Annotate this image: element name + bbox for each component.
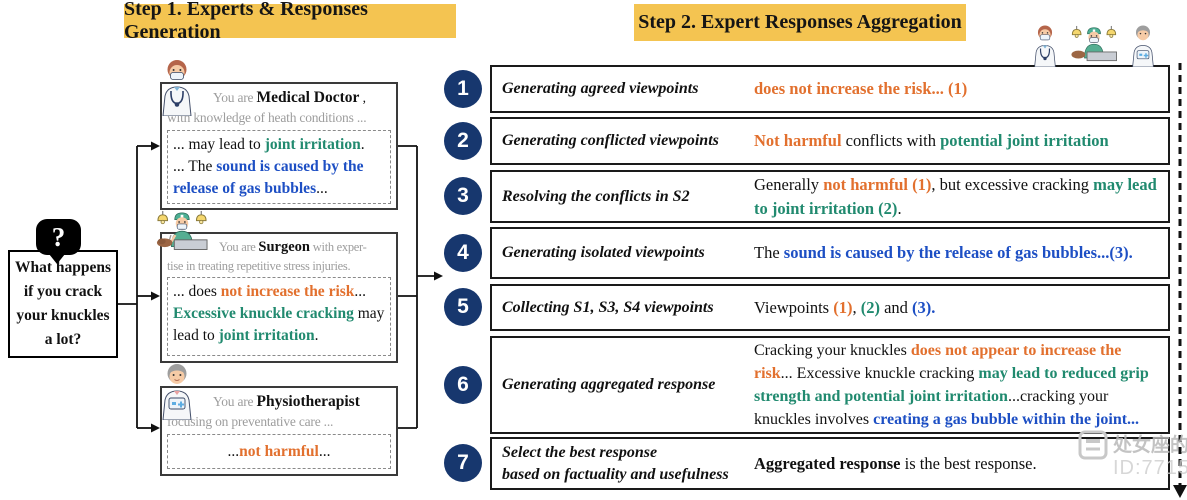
surgeon-icon [1071, 25, 1117, 62]
step-number-badge-7: 7 [444, 444, 482, 482]
step-number-badge-1: 1 [444, 70, 482, 108]
step1-title-banner: Step 1. Experts & Responses Generation [124, 0, 456, 43]
step-row-5: Collecting S1, S3, S4 viewpoints Viewpoi… [490, 284, 1170, 331]
surgeon-icon [156, 210, 208, 250]
physiotherapist-icon [1132, 25, 1154, 67]
expert-prompt-surgeon: You are Surgeon with exper- tise in trea… [167, 239, 367, 273]
question-mark-icon: ? [36, 219, 81, 264]
step-row-1: Generating agreed viewpoints does not in… [490, 65, 1170, 113]
step-content-2: Not harmful conflicts with potential joi… [754, 131, 1109, 151]
step2-title-banner: Step 2. Expert Responses Aggregation [634, 4, 966, 41]
step-label-3: Resolving the conflicts in S2 [502, 187, 690, 205]
step-row-2: Generating conflicted viewpoints Not har… [490, 117, 1170, 165]
step-label-5: Collecting S1, S3, S4 viewpoints [502, 298, 714, 316]
expert-prompt-physiotherapist: You are Physiotherapist focusing on prev… [167, 393, 360, 429]
step-label-1: Generating agreed viewpoints [502, 80, 699, 98]
expert-box-medical-doctor: You are Medical Doctor , with knowledge … [160, 82, 398, 210]
expert-box-surgeon: You are Surgeon with exper- tise in trea… [160, 232, 398, 363]
step-label-4: Generating isolated viewpoints [502, 244, 705, 262]
step-row-4: Generating isolated viewpoints The sound… [490, 227, 1170, 279]
expert-response-surgeon: ... does not increase the risk... Excess… [167, 277, 391, 356]
question-box: What happens if you crack your knuckles … [8, 250, 118, 358]
step-label-7: Select the best response based on factua… [502, 443, 729, 483]
step-number-badge-6: 6 [444, 366, 482, 404]
question-mark-glyph: ? [51, 221, 66, 252]
step-content-6: Cracking your knuckles does not appear t… [754, 341, 1149, 429]
physiotherapist-icon [162, 364, 192, 420]
step-number-badge-5: 5 [444, 288, 482, 326]
step-content-5: Viewpoints (1), (2) and (3). [754, 297, 936, 317]
expert-response-physiotherapist: ... not harmful ... [167, 434, 391, 469]
step-number-badge-3: 3 [444, 177, 482, 215]
step-label-2: Generating conflicted viewpoints [502, 132, 719, 150]
step-content-7: Aggregated response is the best response… [754, 453, 1037, 473]
question-text: What happens if you crack your knuckles … [14, 258, 112, 349]
step-content-4: The sound is caused by the release of ga… [754, 243, 1133, 263]
step-row-3: Resolving the conflicts in S2 Generally … [490, 170, 1170, 223]
step-label-6: Generating aggregated response [502, 376, 716, 394]
medical-doctor-icon [162, 60, 192, 116]
expert-response-medical-doctor: ... may lead to joint irritation. ... Th… [167, 130, 391, 205]
step-number-badge-4: 4 [444, 234, 482, 272]
expert-box-physiotherapist: You are Physiotherapist focusing on prev… [160, 386, 398, 476]
step-row-7: Select the best response based on factua… [490, 437, 1170, 490]
step-row-6: Generating aggregated response Cracking … [490, 336, 1170, 434]
medical-doctor-icon [1034, 25, 1056, 67]
step-content-3: Generally not harmful (1), but excessive… [754, 174, 1157, 218]
step-content-1: does not increase the risk... (1) [754, 79, 968, 99]
step-number-badge-2: 2 [444, 122, 482, 160]
expert-prompt-medical-doctor: You are Medical Doctor , with knowledge … [167, 89, 367, 125]
